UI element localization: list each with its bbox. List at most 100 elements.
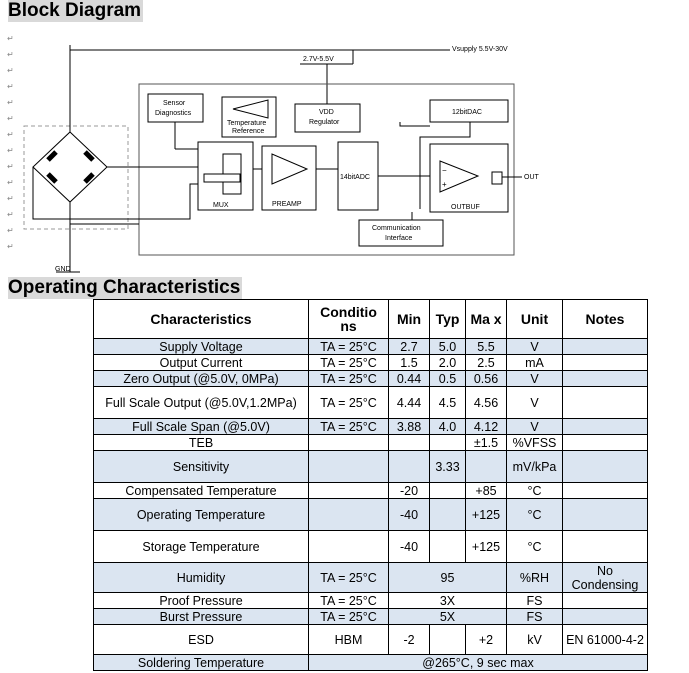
out-label: OUT (524, 174, 540, 181)
svg-text:↵: ↵ (7, 178, 14, 187)
table-cell (308, 482, 389, 499)
header-notes: Notes (562, 299, 648, 339)
table-cell (429, 530, 466, 563)
table-cell (562, 418, 648, 435)
table-cell: ±1.5 (465, 434, 507, 451)
table-cell (562, 386, 648, 419)
table-cell: 5.5 (465, 338, 507, 355)
table-cell: TA = 25°C (308, 418, 389, 435)
svg-text:↵: ↵ (7, 130, 14, 139)
block-diagram: ↵↵↵↵ ↵↵↵↵ ↵↵↵↵ ↵↵ Vsupply 5.5V-30V 2.7V-… (7, 34, 540, 273)
table-cell: No Condensing (562, 562, 648, 593)
table-cell: V (506, 386, 563, 419)
table-cell: %RH (506, 562, 563, 593)
operating-characteristics-table: Characteristics Conditio ns Min Typ Ma x… (93, 299, 648, 671)
table-cell: V (506, 418, 563, 435)
temp-ref-line2: Reference (232, 128, 264, 135)
table-cell (562, 482, 648, 499)
table-cell: 2.7 (388, 338, 430, 355)
table-cell: 0.5 (429, 370, 466, 387)
svg-text:↵: ↵ (7, 194, 14, 203)
table-cell: 4.44 (388, 386, 430, 419)
svg-text:↵: ↵ (7, 146, 14, 155)
sensor-diagnostics-line1: Sensor (163, 100, 186, 107)
table-cell: °C (506, 530, 563, 563)
header-min: Min (388, 299, 430, 339)
table-cell: Supply Voltage (93, 338, 309, 355)
table-cell: TA = 25°C (308, 562, 389, 593)
table-cell: Proof Pressure (93, 592, 309, 609)
table-cell (429, 434, 466, 451)
gnd-label: GND (55, 266, 71, 273)
table-cell: V (506, 338, 563, 355)
range-label: 2.7V-5.5V (303, 56, 334, 63)
svg-text:↵: ↵ (7, 162, 14, 171)
table-cell: -40 (388, 498, 430, 531)
table-cell: TA = 25°C (308, 338, 389, 355)
adc-label: 14bitADC (340, 174, 370, 181)
table-cell: +2 (465, 624, 507, 655)
table-cell (562, 354, 648, 371)
svg-text:↵: ↵ (7, 210, 14, 219)
table-cell: 0.56 (465, 370, 507, 387)
temp-ref-line1: Temperature (227, 120, 266, 127)
table-cell: Soldering Temperature (93, 654, 309, 671)
table-cell: 5X (388, 608, 507, 625)
vdd-line1: VDD (319, 109, 334, 116)
table-cell: HBM (308, 624, 389, 655)
comm-line2: Interface (385, 235, 412, 242)
table-cell: 3.88 (388, 418, 430, 435)
preamp-label: PREAMP (272, 201, 302, 208)
table-cell (465, 450, 507, 483)
header-typ: Typ (429, 299, 466, 339)
table-cell: Operating Temperature (93, 498, 309, 531)
outbuf-label: OUTBUF (451, 204, 480, 211)
table-cell: TA = 25°C (308, 370, 389, 387)
table-cell: 2.5 (465, 354, 507, 371)
table-cell (388, 450, 430, 483)
header-unit: Unit (506, 299, 563, 339)
table-cell: %VFSS (506, 434, 563, 451)
table-cell: Humidity (93, 562, 309, 593)
table-cell: FS (506, 608, 563, 625)
vsupply-label: Vsupply 5.5V-30V (452, 46, 508, 53)
table-cell: °C (506, 482, 563, 499)
table-cell: Sensitivity (93, 450, 309, 483)
table-cell: 4.56 (465, 386, 507, 419)
table-cell: 4.12 (465, 418, 507, 435)
table-cell: +125 (465, 530, 507, 563)
table-cell: @265°C, 9 sec max (308, 654, 648, 671)
svg-text:↵: ↵ (7, 34, 14, 43)
table-cell: Full Scale Output (@5.0V,1.2MPa) (93, 386, 309, 419)
svg-text:↵: ↵ (7, 82, 14, 91)
svg-text:↵: ↵ (7, 66, 14, 75)
sensor-diagnostics-line2: Diagnostics (155, 110, 192, 117)
svg-text:↵: ↵ (7, 50, 14, 59)
table-cell: FS (506, 592, 563, 609)
header-max: Ma x (465, 299, 507, 339)
table-cell: TEB (93, 434, 309, 451)
table-cell (429, 482, 466, 499)
table-cell: TA = 25°C (308, 592, 389, 609)
svg-text:−: − (442, 166, 447, 175)
table-cell (308, 450, 389, 483)
table-cell: mA (506, 354, 563, 371)
table-cell: 3X (388, 592, 507, 609)
table-cell: +85 (465, 482, 507, 499)
table-cell: 5.0 (429, 338, 466, 355)
table-cell: Storage Temperature (93, 530, 309, 563)
table-cell: 4.0 (429, 418, 466, 435)
table-cell: Compensated Temperature (93, 482, 309, 499)
table-cell (562, 370, 648, 387)
svg-text:↵: ↵ (7, 98, 14, 107)
table-cell: 3.33 (429, 450, 466, 483)
mux-label: MUX (213, 202, 229, 209)
svg-text:↵: ↵ (7, 226, 14, 235)
table-cell: °C (506, 498, 563, 531)
comm-line1: Communication (372, 225, 421, 232)
table-cell: mV/kPa (506, 450, 563, 483)
header-conditions: Conditio ns (308, 299, 389, 339)
svg-text:↵: ↵ (7, 114, 14, 123)
table-cell (562, 434, 648, 451)
table-cell: EN 61000-4-2 (562, 624, 648, 655)
